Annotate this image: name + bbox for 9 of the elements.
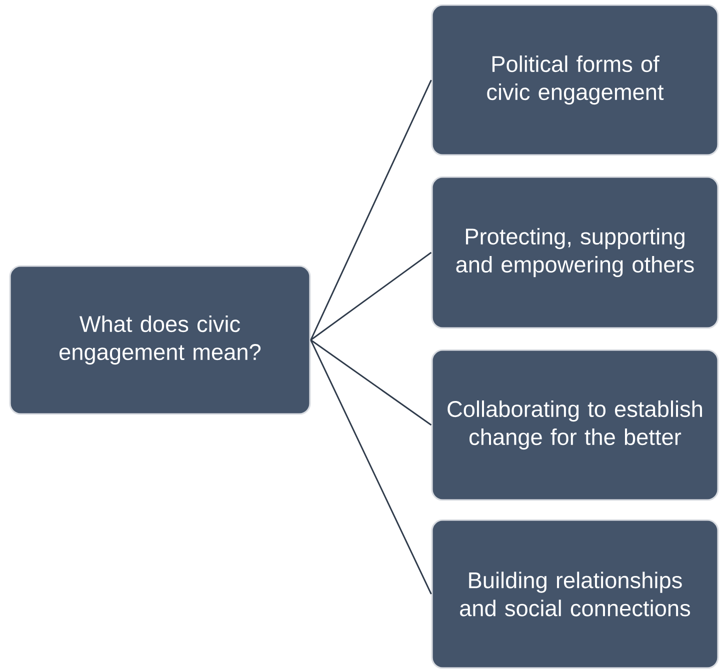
connector-line [310, 252, 432, 341]
connector-line [310, 340, 432, 594]
text-box: Collaborating to establish change for the better [431, 349, 719, 501]
connector-line [310, 339, 432, 426]
text-box: Building relationships and social connections [431, 519, 719, 669]
connector-line [310, 80, 432, 340]
text-box: Political forms of civic engagement [431, 4, 719, 156]
text-box: What does civic engagement mean? [9, 265, 311, 415]
text-box: Protecting, supporting and empowering others [431, 176, 719, 329]
